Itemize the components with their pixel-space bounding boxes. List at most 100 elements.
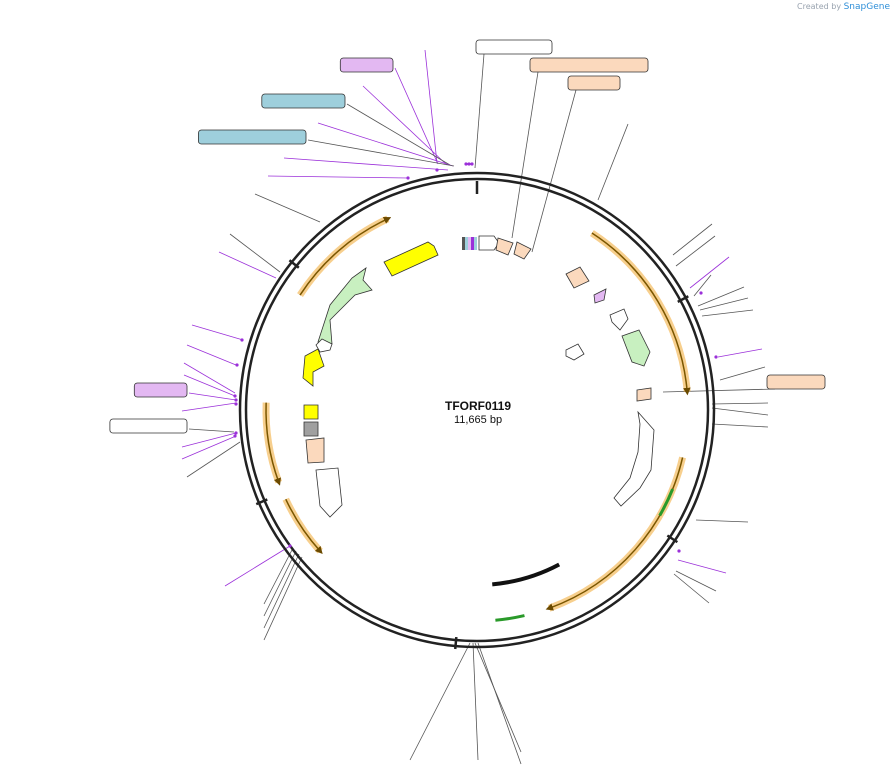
primer-site-mark xyxy=(233,394,237,398)
leader-line xyxy=(675,235,716,267)
leader-line xyxy=(472,642,479,761)
tick-mark xyxy=(288,259,300,269)
lac-operator-label-box xyxy=(261,93,346,109)
frag-6000-arc xyxy=(495,614,525,622)
leader-line xyxy=(224,545,291,587)
plasmid-name: TFORF0119 xyxy=(445,399,511,413)
leader-line xyxy=(267,175,409,179)
primer-site-mark xyxy=(235,363,239,367)
primer-site-mark xyxy=(288,544,292,548)
lac-region-stripe xyxy=(471,237,474,250)
leader-line xyxy=(697,286,745,307)
5-ltr-truncated-label-box xyxy=(529,57,649,73)
tick-mark xyxy=(255,498,268,506)
primer-site-mark xyxy=(233,434,237,438)
leader-line xyxy=(711,423,769,428)
leader-line xyxy=(699,297,749,311)
plasmid-length: 11,665 bp xyxy=(454,414,502,426)
leader-line xyxy=(394,67,439,165)
primer-site-mark xyxy=(406,176,410,180)
watermark-prefix: Created by xyxy=(797,2,842,11)
leader-line xyxy=(263,547,294,605)
leader-line xyxy=(409,642,471,761)
primer-site-mark xyxy=(470,162,474,166)
ef1a-intron-bar xyxy=(492,562,561,587)
primer-site-mark xyxy=(240,338,244,342)
primer-site-mark xyxy=(699,291,703,295)
orf-1-highlight xyxy=(590,230,691,392)
leader-line xyxy=(719,366,766,381)
t3-promoter-label-box xyxy=(475,39,553,55)
t7-promoter-label-box xyxy=(109,418,188,434)
primer-site-mark xyxy=(435,168,439,172)
sv40-ori-arrow xyxy=(302,348,325,387)
orf-1-arrow xyxy=(591,232,691,396)
orf-5-highlight xyxy=(297,215,390,297)
rre-box xyxy=(565,266,590,289)
leader-line xyxy=(531,89,577,253)
label-layer xyxy=(109,39,826,434)
leader-line xyxy=(474,642,522,753)
tick-mark xyxy=(454,636,458,650)
leader-line xyxy=(477,642,522,765)
leader-line xyxy=(218,251,277,279)
leader-line xyxy=(283,157,449,171)
lac-region-stripe xyxy=(465,237,468,250)
tick-mark xyxy=(677,295,689,304)
leader-line xyxy=(711,402,769,405)
wpre-arrow xyxy=(315,467,343,518)
orf-2-arrow xyxy=(545,457,684,611)
leader-line xyxy=(689,256,730,289)
leader-line xyxy=(263,550,297,617)
leader-line xyxy=(188,392,237,401)
leader-line xyxy=(346,103,451,166)
primer-site-mark xyxy=(234,402,238,406)
sv40-promoter-arrow-2 xyxy=(565,343,585,361)
leader-line xyxy=(229,233,281,273)
leader-line xyxy=(181,432,237,448)
leader-line xyxy=(672,223,713,256)
cppt-box xyxy=(636,387,652,402)
feature-layer xyxy=(233,162,718,650)
primer-site-mark xyxy=(464,162,468,166)
lac-region-stripe xyxy=(474,237,477,250)
leader-line xyxy=(188,428,235,433)
leader-line xyxy=(186,344,237,366)
watermark: Created by SnapGene xyxy=(797,2,890,12)
leader-line xyxy=(675,570,717,592)
leader-line xyxy=(191,324,244,341)
leader-line xyxy=(511,71,539,239)
primer-site-mark xyxy=(467,162,471,166)
puror-frag-arc xyxy=(658,488,675,517)
m13-rev-label-box xyxy=(339,57,394,73)
backbone xyxy=(238,171,716,649)
leader-line xyxy=(695,519,749,523)
gp41-box xyxy=(593,288,607,304)
m13-fwd-label-box xyxy=(133,382,188,398)
cppt-cts-label-box xyxy=(766,374,826,390)
orf-4-arrow xyxy=(265,402,281,486)
orf-5-arrow xyxy=(299,216,392,296)
leader-line xyxy=(673,573,710,604)
leader-line xyxy=(474,53,485,169)
leader-line xyxy=(711,407,769,416)
puror-arrow xyxy=(621,329,651,367)
primer-site-mark xyxy=(677,549,681,553)
sv40-promoter-arrow-1 xyxy=(609,308,629,331)
primer-site-mark xyxy=(234,431,238,435)
hiv-psi-box xyxy=(513,241,532,260)
leader-line xyxy=(181,435,237,460)
leader-lines xyxy=(181,49,776,765)
leader-line xyxy=(263,553,300,629)
5-ltr-box xyxy=(495,237,514,256)
leader-line xyxy=(254,193,321,223)
snapgene-logo: SnapGene xyxy=(843,2,890,12)
leader-line xyxy=(183,374,236,397)
leader-line xyxy=(662,388,776,393)
orf-3-arrow xyxy=(285,498,323,554)
sv40-small-box xyxy=(303,404,319,420)
factor-xa-box xyxy=(303,421,319,437)
leader-line xyxy=(424,49,438,164)
ori-arrow xyxy=(383,241,439,277)
